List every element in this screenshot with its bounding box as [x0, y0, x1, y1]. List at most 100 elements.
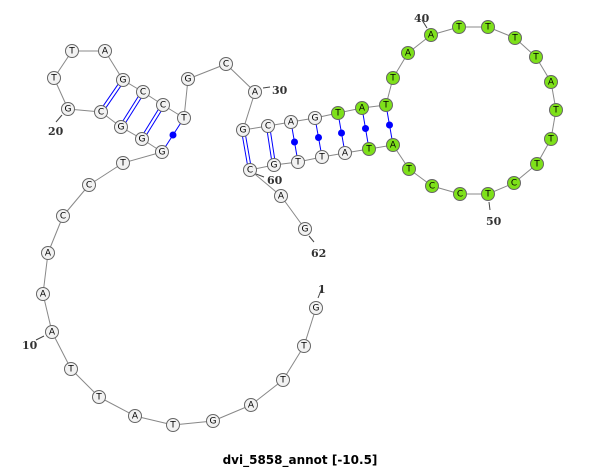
nucleotide-letter: A [278, 192, 285, 202]
nucleotide-62: G [298, 222, 312, 236]
nucleotide-letter: T [532, 53, 539, 63]
nucleotide-12: A [41, 246, 55, 260]
nucleotide-23: A [98, 44, 112, 58]
base-pair-dot [338, 129, 345, 137]
gc-pair-line [119, 90, 143, 127]
nucleotide-circle [248, 85, 262, 99]
nucleotide-letter: T [455, 23, 462, 33]
nucleotide-26: C [156, 98, 170, 112]
nucleotide-17: G [135, 132, 149, 146]
position-label: 60 [267, 174, 283, 187]
nucleotide-11: A [36, 287, 50, 301]
position-tick [262, 86, 271, 89]
nucleotide-letter: A [288, 118, 295, 128]
nucleotide-31: G [236, 123, 250, 137]
nucleotide-letter: C [223, 60, 229, 70]
nucleotide-18: G [114, 120, 128, 134]
nucleotide-letter: C [265, 122, 271, 132]
nucleotide-2: T [297, 339, 311, 353]
base-pair-dot [315, 134, 322, 141]
nucleotide-circle [177, 111, 191, 125]
nucleotide-59: G [267, 158, 281, 172]
nucleotide-letter: A [252, 88, 259, 98]
nucleotide-52: C [425, 179, 439, 193]
nucleotide-24: G [116, 73, 130, 87]
nucleotide-35: T [331, 106, 345, 120]
nucleotide-circle [236, 123, 250, 137]
nucleotide-circle [136, 85, 150, 99]
nucleotide-circle [206, 414, 220, 428]
nucleotide-letter: G [139, 135, 146, 145]
position-tick [488, 201, 491, 211]
nucleotide-circle [331, 106, 345, 120]
nucleotide-1: G [309, 301, 323, 315]
nucleotide-letter: T [405, 165, 412, 175]
nucleotide-letter: T [511, 34, 518, 44]
nucleotide-letter: A [405, 49, 412, 59]
nucleotide-circle [529, 50, 543, 64]
nucleotide-letter: T [552, 106, 559, 116]
nucleotide-circle [156, 98, 170, 112]
nucleotide-circle [297, 339, 311, 353]
nucleotide-circle [82, 178, 96, 192]
position-tick [255, 173, 265, 178]
nucleotide-circle [379, 98, 393, 112]
position-label: 1 [318, 283, 326, 296]
nucleotide-circle [315, 150, 329, 164]
nucleotide-circle [267, 158, 281, 172]
nucleotide-circle [308, 111, 322, 125]
nucleotide-letter: A [248, 401, 255, 411]
nucleotide-30: A [248, 85, 262, 99]
nucleotide-36: A [355, 101, 369, 115]
nucleotide-49: C [507, 176, 521, 190]
nucleotide-47: T [544, 132, 558, 146]
nucleotide-37: T [379, 98, 393, 112]
nucleotide-letter: T [300, 342, 307, 352]
nucleotide-letter: G [313, 304, 320, 314]
nucleotide-letter: C [457, 190, 463, 200]
nucleotide-letter: G [118, 123, 125, 133]
nucleotide-25: C [136, 85, 150, 99]
nucleotide-circle [386, 71, 400, 85]
nucleotide-letter: C [140, 88, 146, 98]
nucleotide-letter: C [60, 212, 66, 222]
nucleotide-33: A [284, 115, 298, 129]
nucleotide-22: T [65, 44, 79, 58]
base-pair-dot [169, 131, 177, 139]
gc-pair-line [121, 92, 145, 129]
nucleotide-circle [401, 46, 415, 60]
nucleotide-circle [452, 20, 466, 34]
nucleotide-letter: G [312, 114, 319, 124]
nucleotide-letter: T [50, 74, 57, 84]
nucleotide-letter: A [359, 104, 366, 114]
nucleotide-16: G [155, 145, 169, 159]
nucleotide-10: A [45, 325, 59, 339]
nucleotide-circle [181, 72, 195, 86]
nucleotide-13: C [56, 209, 70, 223]
nucleotide-letter: T [389, 74, 396, 84]
nucleotide-letter: T [67, 365, 74, 375]
nucleotide-40: A [424, 28, 438, 42]
nucleotide-letter: A [102, 47, 109, 57]
nucleotide-58: T [291, 155, 305, 169]
nucleotide-letter: T [547, 135, 554, 145]
nucleotide-letter: T [279, 376, 286, 386]
nucleotide-circle [219, 57, 233, 71]
nucleotide-circle [36, 287, 50, 301]
nucleotide-letter: C [511, 179, 517, 189]
nucleotide-letter: T [318, 153, 325, 163]
nucleotide-circle [298, 222, 312, 236]
nucleotide-19: C [94, 105, 108, 119]
nucleotide-letter: C [86, 181, 92, 191]
nucleotide-letter: T [68, 47, 75, 57]
structure-title: dvi_5858_annot [-10.5] [222, 453, 378, 467]
nucleotide-letter: T [484, 23, 491, 33]
nucleotide-circle [544, 75, 558, 89]
nucleotide-28: G [181, 72, 195, 86]
nucleotide-circle [453, 187, 467, 201]
nucleotide-circle [362, 142, 376, 156]
nucleotide-circle [402, 162, 416, 176]
nucleotide-circle [47, 71, 61, 85]
nucleotide-27: T [177, 111, 191, 125]
